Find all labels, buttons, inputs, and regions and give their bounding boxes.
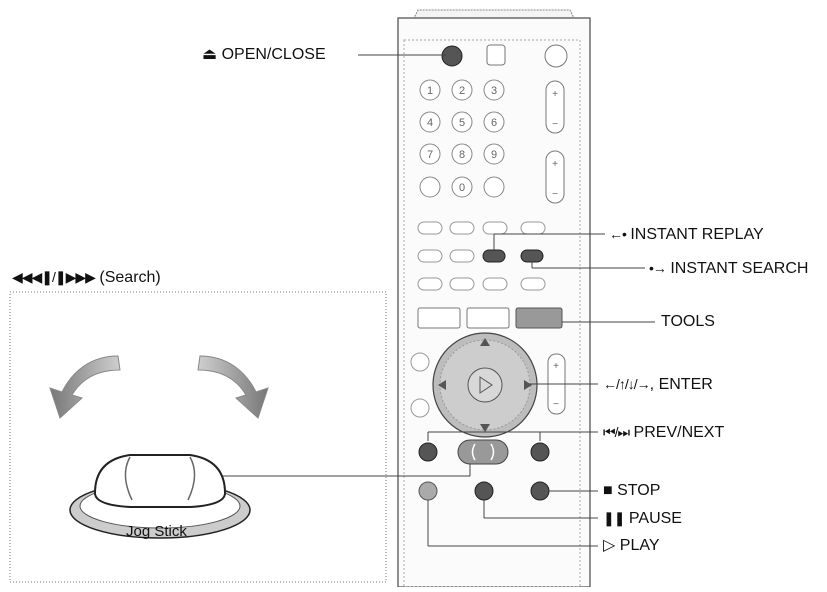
small-button-rows xyxy=(417,221,546,291)
prev-next-label: ⏮/⏭ PREV/NEXT xyxy=(603,424,725,441)
rocker-upper[interactable] xyxy=(545,80,565,134)
number-key[interactable] xyxy=(419,176,441,198)
instant-search-icon: •→ xyxy=(649,260,667,276)
number-key[interactable] xyxy=(483,176,505,198)
play-button[interactable] xyxy=(418,481,438,501)
direction-arrows-icon: ←/↑/↓/→ xyxy=(603,376,651,392)
prev-next-icon: ⏮/⏭ xyxy=(603,424,630,440)
jog-left-arrow-icon xyxy=(49,355,121,419)
number-key[interactable] xyxy=(451,111,473,133)
left-arrow-icon[interactable] xyxy=(438,380,446,390)
rocker-buttons: + − + − xyxy=(545,80,565,204)
top-right-button[interactable] xyxy=(544,44,568,68)
number-key-label: 4 xyxy=(427,117,433,129)
pause-label: ❚❚ PAUSE xyxy=(603,510,682,527)
number-key[interactable] xyxy=(451,176,473,198)
eject-icon: ⏏ xyxy=(202,46,218,63)
up-arrow-icon[interactable] xyxy=(480,338,490,346)
side-button-left-upper[interactable] xyxy=(410,352,430,372)
play-label: ▷ PLAY xyxy=(603,537,660,554)
number-key-label: 9 xyxy=(491,149,497,161)
jog-stick-inset xyxy=(9,291,387,583)
direction-pad[interactable] xyxy=(432,332,538,438)
svg-text:−: − xyxy=(552,189,558,200)
next-button[interactable] xyxy=(530,442,550,462)
svg-text:−: − xyxy=(553,399,559,410)
pause-button[interactable] xyxy=(474,481,494,501)
number-key[interactable] xyxy=(419,111,441,133)
instant-replay-label: ←• INSTANT REPLAY xyxy=(609,226,764,243)
instant-replay-button[interactable] xyxy=(482,249,506,263)
jog-right-arrow-icon xyxy=(197,355,269,419)
number-key[interactable] xyxy=(451,79,473,101)
number-key-label: 7 xyxy=(427,149,433,161)
small-button[interactable] xyxy=(449,249,475,263)
small-button[interactable] xyxy=(520,277,546,291)
top-middle-button[interactable] xyxy=(486,44,506,66)
number-key[interactable] xyxy=(483,79,505,101)
stop-label: ■ STOP xyxy=(603,482,661,499)
small-button[interactable] xyxy=(520,221,546,235)
open-close-button[interactable] xyxy=(441,45,463,67)
number-key-label: 5 xyxy=(459,117,465,129)
small-button[interactable] xyxy=(449,277,475,291)
svg-text:+: + xyxy=(552,159,558,170)
number-key-label: 2 xyxy=(459,85,465,97)
number-pad: 1 2 3 4 5 6 7 8 9 0 xyxy=(419,79,505,198)
rocker-lower[interactable] xyxy=(545,150,565,204)
play-icon: ▷ xyxy=(603,537,616,554)
wide-button-2[interactable] xyxy=(466,307,510,329)
jog-stick-label: Jog Stick xyxy=(126,523,187,540)
jog-stick-knob xyxy=(93,454,227,508)
svg-text:−: − xyxy=(552,119,558,130)
callout-lines xyxy=(223,54,655,547)
number-key-label: 0 xyxy=(459,182,465,194)
jog-stick-button[interactable] xyxy=(457,439,509,465)
number-key-label: 1 xyxy=(427,85,433,97)
right-arrow-icon[interactable] xyxy=(524,380,532,390)
pause-icon: ❚❚ xyxy=(603,510,625,526)
search-label: ◀◀◀❚/❚▶▶▶ (Search) xyxy=(12,269,161,286)
down-arrow-icon[interactable] xyxy=(480,424,490,432)
svg-text:+: + xyxy=(553,361,559,372)
search-icon: ◀◀◀❚/❚▶▶▶ xyxy=(12,269,96,285)
tools-button[interactable] xyxy=(515,307,563,329)
small-button[interactable] xyxy=(417,221,443,235)
enter-button[interactable] xyxy=(467,367,503,403)
number-key[interactable] xyxy=(483,111,505,133)
small-button[interactable] xyxy=(482,277,508,291)
small-button[interactable] xyxy=(482,221,508,235)
instant-search-label: •→ INSTANT SEARCH xyxy=(649,260,809,277)
number-key[interactable] xyxy=(451,143,473,165)
prev-button[interactable] xyxy=(418,442,438,462)
number-key-label: 3 xyxy=(491,85,497,97)
stop-icon: ■ xyxy=(603,482,613,499)
svg-text:+: + xyxy=(552,89,558,100)
number-key[interactable] xyxy=(419,79,441,101)
small-button[interactable] xyxy=(449,221,475,235)
number-key[interactable] xyxy=(419,143,441,165)
number-key-label: 8 xyxy=(459,149,465,161)
instant-search-button[interactable] xyxy=(520,249,544,263)
instant-replay-icon: ←• xyxy=(609,226,627,242)
open-close-label: ⏏ OPEN/CLOSE xyxy=(202,46,326,63)
number-key[interactable] xyxy=(483,143,505,165)
enter-play-icon xyxy=(479,376,493,394)
tools-label: TOOLS xyxy=(661,313,715,330)
side-button-left-lower[interactable] xyxy=(410,398,430,418)
wide-button-1[interactable] xyxy=(417,307,461,329)
number-key-label: 6 xyxy=(491,117,497,129)
small-button[interactable] xyxy=(417,277,443,291)
enter-label: ←/↑/↓/→, ENTER xyxy=(603,376,713,393)
small-button[interactable] xyxy=(417,249,443,263)
stop-button[interactable] xyxy=(530,481,550,501)
